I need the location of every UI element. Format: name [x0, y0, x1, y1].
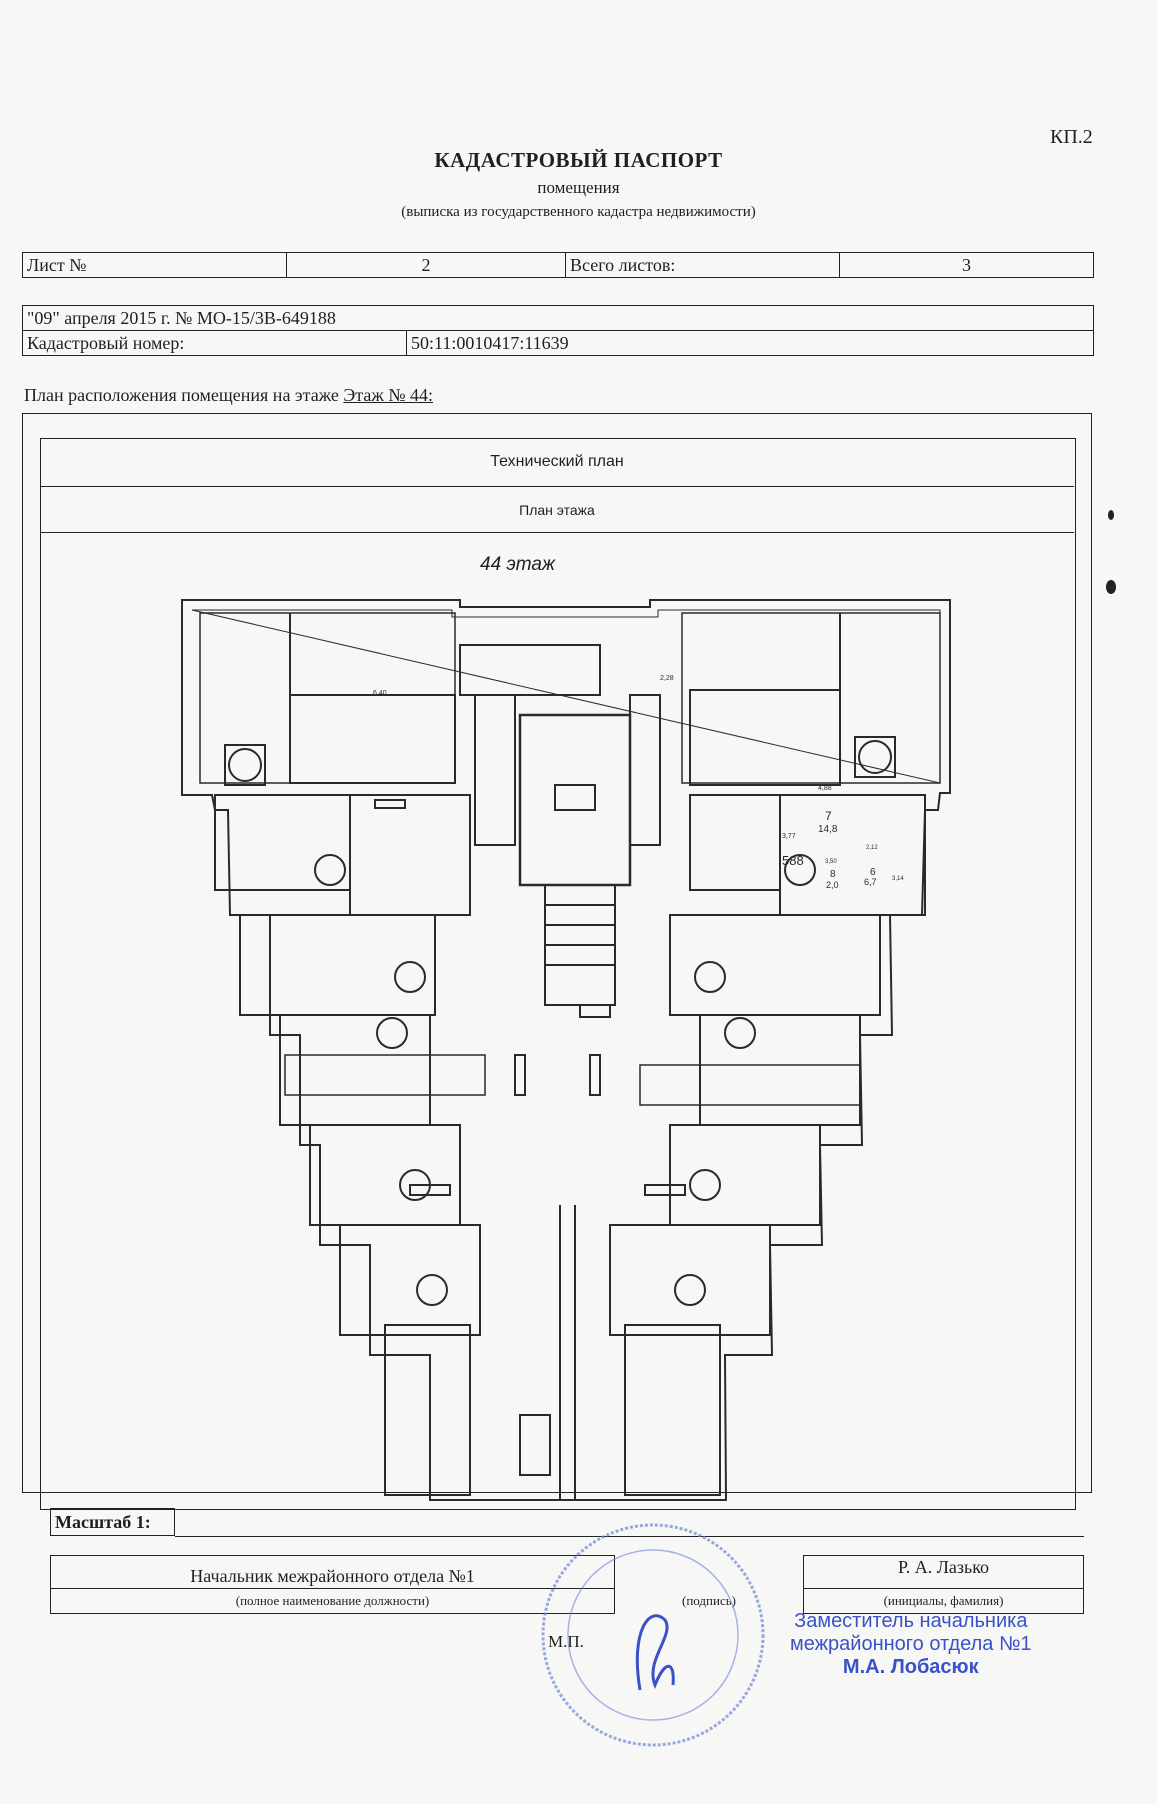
handwritten-signature [635, 1614, 675, 1691]
plan-outer-frame [22, 413, 1092, 1493]
document-title: КАДАСТРОВЫЙ ПАСПОРТ [434, 148, 723, 172]
document-note: (выписка из государственного кадастра не… [401, 204, 756, 220]
ink-mark [1106, 580, 1116, 594]
room-7-number: 7 [825, 809, 832, 823]
sheet-info-table: Лист № 2 Всего листов: 3 [22, 252, 1094, 278]
deputy-stamp-line3: М.А. Лобасюк [842, 1656, 979, 1678]
deputy-stamp-line2: межрайонного отдела №1 [790, 1633, 1032, 1655]
signature-caption: (подпись) [614, 1588, 804, 1614]
technical-plan-header: Технический план [40, 438, 1074, 487]
signer-name: Р. А. Лазько [803, 1555, 1084, 1589]
floor-label: 44 этаж [480, 554, 556, 575]
cadastral-value: 50:11:0010417:11639 [406, 330, 1094, 356]
total-sheets-value: 3 [839, 252, 1094, 278]
corner-code: КП.2 [1050, 126, 1093, 148]
cadastral-label: Кадастровый номер: [22, 330, 407, 356]
plan-inner-frame [40, 438, 1076, 1510]
dim-350: 3,50 [825, 859, 837, 865]
signature-table: Начальник межрайонного отдела №1 Р. А. Л… [50, 1555, 1084, 1614]
total-sheets-label: Всего листов: [565, 252, 840, 278]
dim-377: 3,77 [782, 833, 796, 840]
dim-640: 6,40 [373, 690, 387, 697]
room-7-area: 14,8 [818, 824, 838, 835]
plan-caption-prefix: План расположения помещения на этаже [24, 385, 339, 405]
position-caption: (полное наименование должности) [50, 1588, 615, 1614]
scale-label: Масштаб 1: [50, 1508, 175, 1536]
sheet-value: 2 [286, 252, 566, 278]
dim-228: 2,28 [660, 675, 674, 682]
room-6-number: 6 [870, 867, 876, 878]
plan-caption-floor: Этаж № 44: [343, 385, 433, 405]
room-8-number: 8 [830, 869, 836, 880]
floor-plan-header: План этажа [40, 487, 1074, 533]
signer-position: Начальник межрайонного отдела №1 [50, 1555, 615, 1589]
plan-caption: План расположения помещения на этаже Эта… [24, 385, 433, 406]
room-number: 588 [782, 853, 804, 868]
document-subtitle: помещения [537, 178, 620, 197]
document-info-table: "09" апреля 2015 г. № МО-15/3В-649188 Ка… [22, 305, 1094, 356]
floor-plan-drawing: 6,40 2,28 4,88 7 14,8 3,77 588 3,50 8 2,… [181, 599, 951, 1501]
seal-place-label: М.П. [548, 1632, 584, 1651]
deputy-stamp: Заместитель начальника межрайонного отде… [790, 1610, 1032, 1679]
room-6-area: 6,7 [864, 877, 877, 887]
round-seal [541, 1523, 765, 1747]
signature-field [614, 1555, 804, 1589]
ink-mark [1108, 510, 1114, 520]
dim-212: 2,12 [866, 845, 878, 851]
deputy-stamp-line1: Заместитель начальника [794, 1610, 1028, 1632]
dim-488: 4,88 [818, 785, 832, 792]
scale-line [175, 1536, 1084, 1537]
sheet-label: Лист № [22, 252, 287, 278]
building-outline [181, 599, 951, 1501]
dim-314: 3,14 [892, 876, 904, 882]
name-caption: (инициалы, фамилия) [803, 1588, 1084, 1614]
room-8-area: 2,0 [826, 880, 839, 890]
date-number: "09" апреля 2015 г. № МО-15/3В-649188 [22, 305, 1094, 331]
